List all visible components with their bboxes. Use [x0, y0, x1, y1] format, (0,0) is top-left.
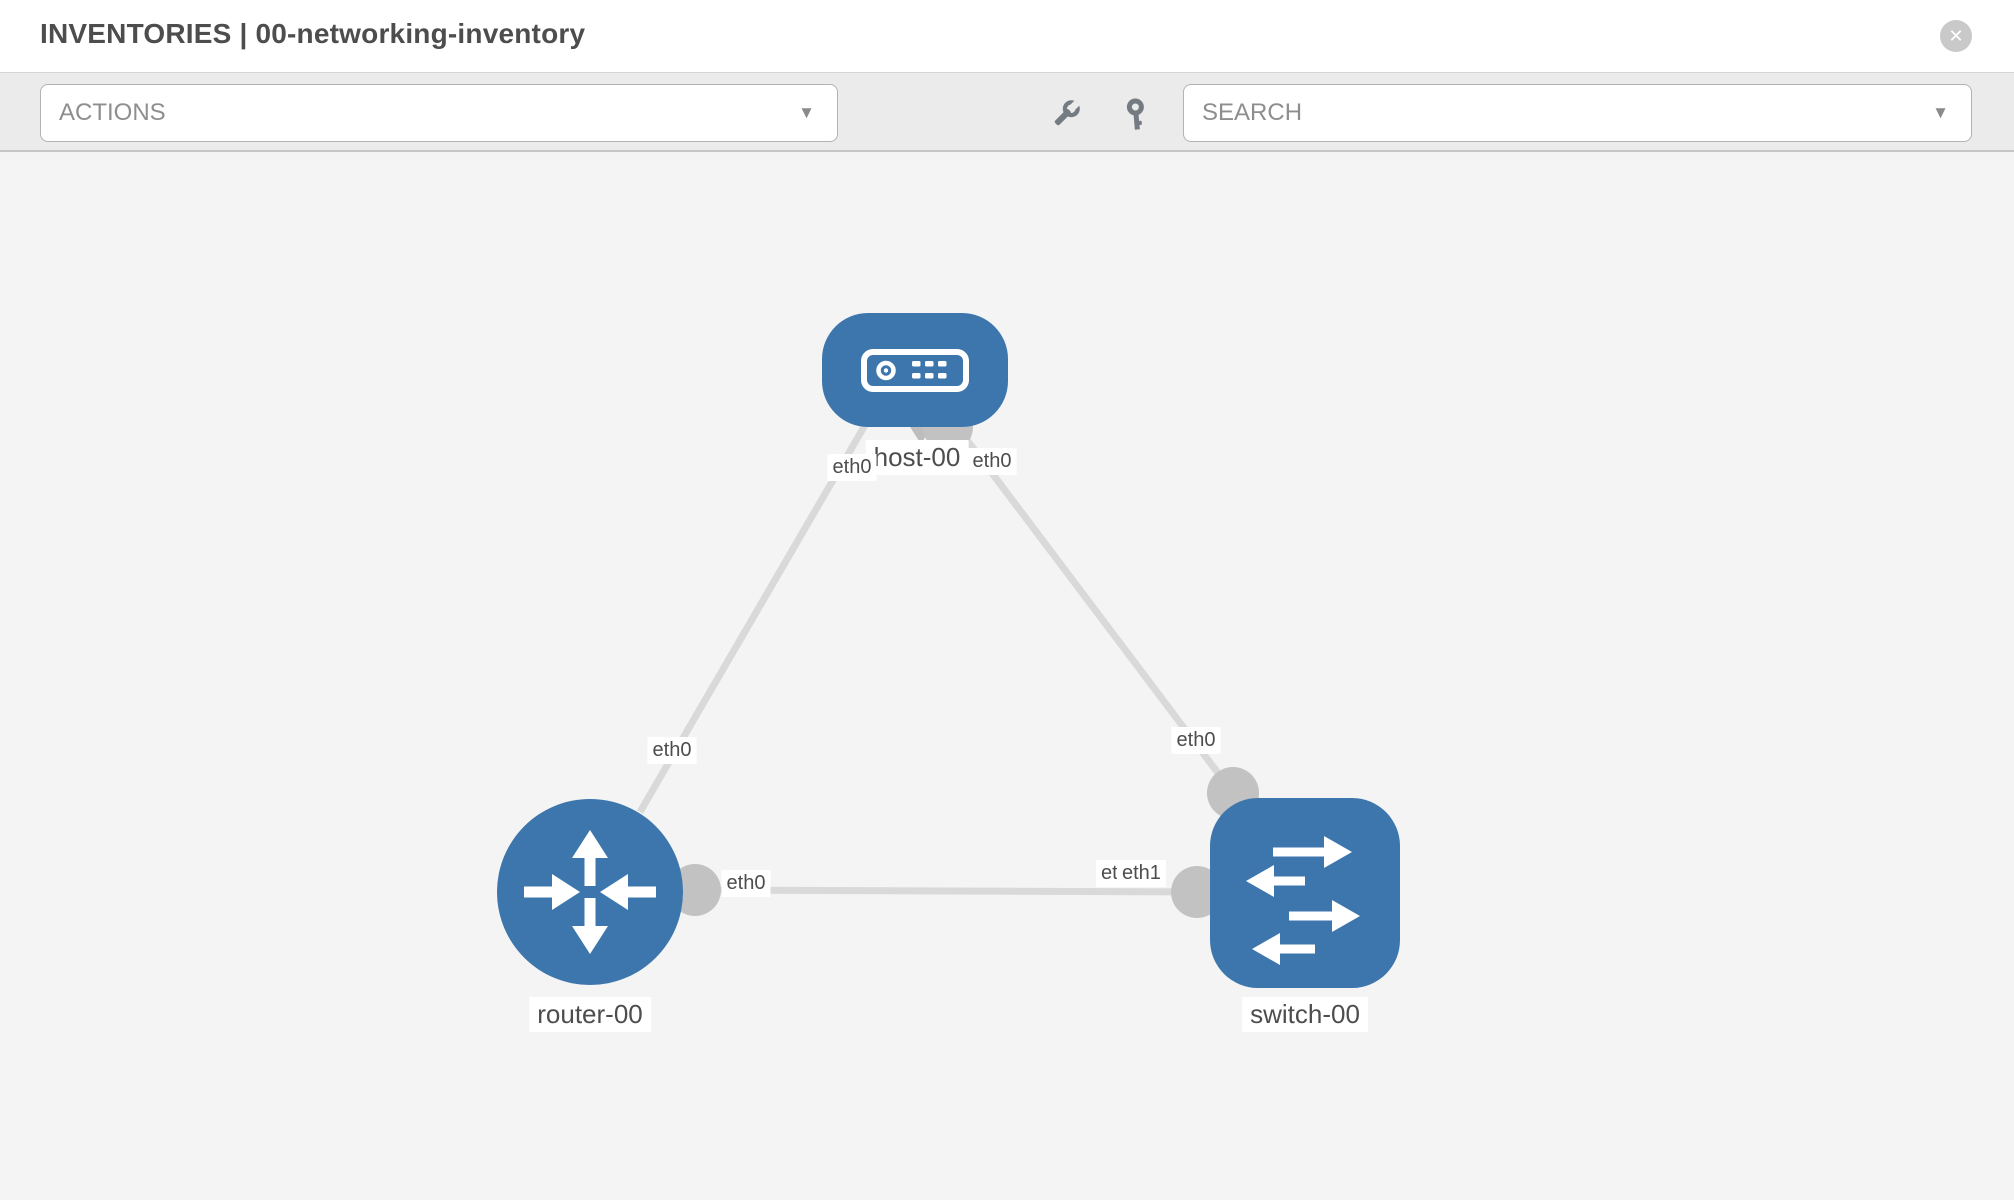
page-header: INVENTORIES | 00-networking-inventory ✕ — [0, 0, 2014, 72]
iface-label-host-eth0-left: eth0 — [827, 454, 877, 481]
topology-canvas[interactable]: host-00 router-00 switch-00 eth0 eth0 et… — [0, 152, 2014, 1200]
switch-icon — [1246, 836, 1360, 965]
actions-dropdown-label: ACTIONS — [59, 99, 166, 126]
iface-label-switch-eth0: eth0 — [1171, 727, 1221, 754]
caret-down-icon: ▼ — [798, 103, 815, 122]
node-switch-00[interactable] — [1210, 798, 1400, 988]
link-router-switch[interactable] — [694, 886, 1198, 896]
toolbar: ACTIONS ▼ SEARCH ▼ — [0, 72, 2014, 152]
close-icon[interactable]: ✕ — [1940, 20, 1972, 52]
wrench-icon[interactable] — [1049, 97, 1083, 131]
node-label-host: host-00 — [865, 440, 969, 475]
caret-down-icon: ▼ — [1932, 103, 1949, 122]
node-label-switch: switch-00 — [1242, 997, 1368, 1032]
actions-dropdown[interactable]: ACTIONS ▼ — [40, 84, 838, 142]
node-router-00[interactable] — [497, 799, 683, 985]
iface-label-switch-eth1: eth1 — [1117, 860, 1166, 887]
host-icon — [861, 349, 969, 392]
search-placeholder: SEARCH — [1202, 99, 1303, 126]
search-dropdown[interactable]: SEARCH ▼ — [1183, 84, 1972, 142]
key-icon[interactable] — [1119, 97, 1153, 131]
iface-label-host-eth0-right: eth0 — [967, 448, 1017, 475]
node-host-00[interactable] — [822, 313, 1008, 427]
page-title: INVENTORIES | 00-networking-inventory — [40, 18, 586, 49]
router-icon — [524, 830, 656, 954]
iface-label-router-link-eth0: eth0 — [647, 737, 697, 764]
iface-label-router-eth0: eth0 — [721, 870, 771, 897]
node-label-router: router-00 — [529, 997, 651, 1032]
